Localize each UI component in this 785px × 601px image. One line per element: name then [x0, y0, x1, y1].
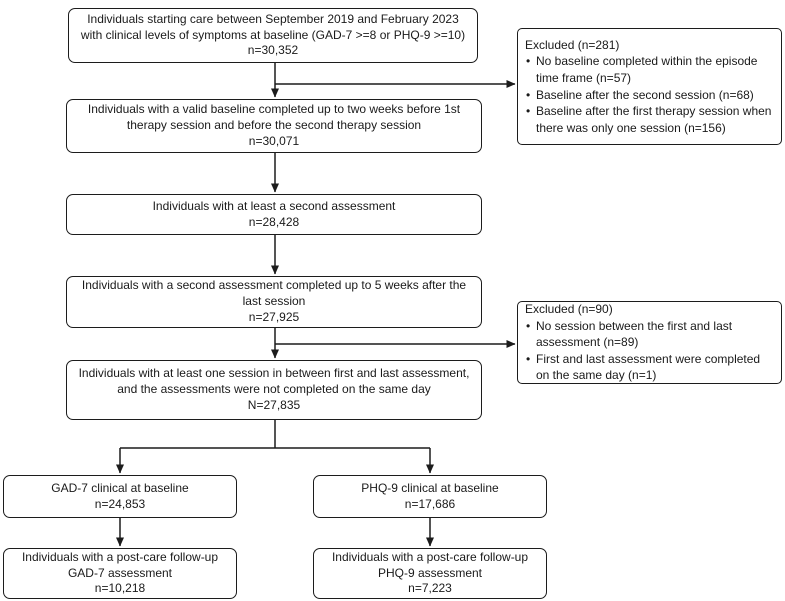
flow-box-phq9-clinical: PHQ-9 clinical at baseline n=17,686 — [313, 475, 547, 518]
exclusion-box-sessions: Excluded (n=90) No session between the f… — [517, 301, 782, 384]
flow-box-session-between-assessments: Individuals with at least one session in… — [66, 360, 482, 420]
box-count: n=17,686 — [404, 496, 456, 511]
box-text: Individuals starting care between Septem… — [80, 11, 466, 42]
box-count: n=30,352 — [247, 43, 299, 58]
box-count: n=30,071 — [248, 133, 300, 148]
exclusion-item: No baseline completed within the episode… — [525, 53, 774, 86]
box-count: n=28,428 — [248, 214, 300, 229]
exclusion-item: First and last assessment were completed… — [525, 351, 774, 384]
exclusion-title: Excluded (n=90) — [525, 302, 613, 317]
box-text: Individuals with a second assessment com… — [81, 278, 467, 309]
box-count: n=24,853 — [94, 496, 146, 511]
box-text: GAD-7 clinical at baseline — [51, 480, 189, 495]
box-count: n=10,218 — [94, 581, 146, 596]
exclusion-list: No session between the first and last as… — [525, 318, 774, 384]
flow-box-gad7-followup: Individuals with a post-care follow-up G… — [3, 548, 237, 599]
flow-box-second-assessment: Individuals with at least a second asses… — [66, 194, 482, 235]
flow-box-starting-care: Individuals starting care between Septem… — [68, 8, 478, 63]
box-count: n=7,223 — [408, 581, 452, 596]
box-text: Individuals with a post-care follow-up G… — [21, 549, 219, 580]
flow-box-phq9-followup: Individuals with a post-care follow-up P… — [313, 548, 547, 599]
flow-box-valid-baseline: Individuals with a valid baseline comple… — [66, 99, 482, 153]
exclusion-list: No baseline completed within the episode… — [525, 53, 774, 136]
exclusion-title: Excluded (n=281) — [525, 37, 620, 52]
box-text: Individuals with a post-care follow-up P… — [331, 549, 529, 580]
exclusion-box-baseline: Excluded (n=281) No baseline completed w… — [517, 28, 782, 145]
exclusion-item: No session between the first and last as… — [525, 318, 774, 351]
box-count: n=27,925 — [248, 309, 300, 324]
exclusion-item: Baseline after the first therapy session… — [525, 103, 774, 136]
flow-box-gad7-clinical: GAD-7 clinical at baseline n=24,853 — [3, 475, 237, 518]
box-text: PHQ-9 clinical at baseline — [361, 480, 499, 495]
box-text: Individuals with at least one session in… — [78, 366, 470, 397]
exclusion-item: Baseline after the second session (n=68) — [525, 87, 774, 104]
box-count: N=27,835 — [247, 397, 301, 412]
box-text: Individuals with at least a second asses… — [152, 198, 396, 213]
box-text: Individuals with a valid baseline comple… — [87, 102, 461, 133]
flow-box-second-assessment-5-weeks: Individuals with a second assessment com… — [66, 276, 482, 328]
